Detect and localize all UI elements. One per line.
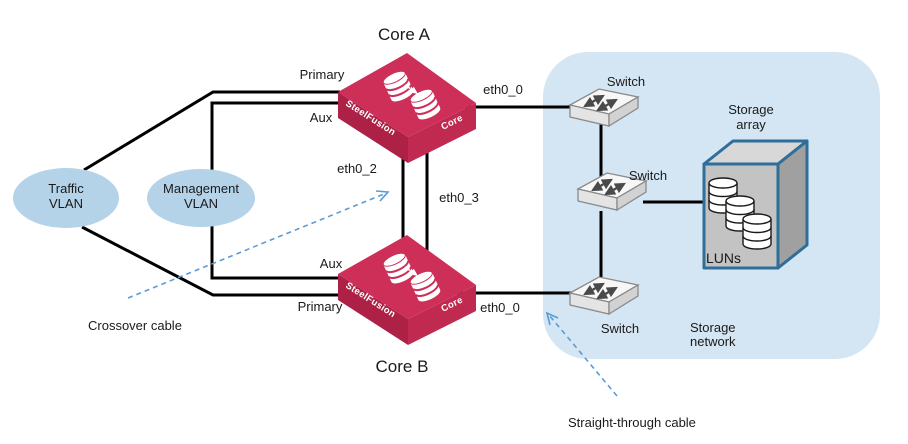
luns-label: LUNs bbox=[706, 250, 741, 266]
straight-through-arrowhead-icon bbox=[545, 311, 559, 326]
cable-management-to-coreB-aux bbox=[210, 226, 340, 280]
core-b-eth0_0-port-label: eth0_0 bbox=[480, 300, 520, 315]
core-a-left-face bbox=[338, 92, 408, 163]
cable-traffic-to-coreB-primary bbox=[81, 225, 342, 297]
straight-through-cable-annotation: Straight-through cable bbox=[568, 415, 696, 430]
core-b-title: Core B bbox=[376, 357, 429, 376]
core-a-title: Core A bbox=[378, 25, 431, 44]
crossover-arrowhead-icon bbox=[375, 190, 390, 202]
annotation-arrows bbox=[127, 190, 618, 397]
cable-traffic-to-coreA-primary bbox=[83, 90, 340, 172]
lun-stack-icon bbox=[742, 213, 772, 250]
crossover-arrow-line bbox=[127, 193, 385, 299]
core-a-right-face bbox=[408, 103, 476, 163]
core-b-left-face bbox=[338, 274, 408, 345]
core-a-primary-port-label: Primary bbox=[300, 67, 345, 82]
traffic-vlan-node: Traffic VLAN bbox=[13, 168, 119, 228]
core-b-aux-port-label: Aux bbox=[320, 256, 343, 271]
switch-3-label: Switch bbox=[601, 321, 639, 336]
core-a-appliance: SteelFusion Core bbox=[338, 53, 476, 163]
core-b-primary-port-label: Primary bbox=[298, 299, 343, 314]
storage-array-right-face bbox=[776, 139, 809, 270]
core-a-aux-port-label: Aux bbox=[310, 110, 333, 125]
core-b-right-face bbox=[408, 285, 476, 345]
core-b-appliance: SteelFusion Core bbox=[338, 235, 476, 345]
management-vlan-ellipse bbox=[147, 169, 255, 227]
management-vlan-label-line2: VLAN bbox=[184, 196, 218, 211]
switch-1-label: Switch bbox=[607, 74, 645, 89]
management-vlan-label-line1: Management bbox=[163, 181, 239, 196]
management-vlan-node: Management VLAN bbox=[147, 169, 255, 227]
storage-array-label-line2: array bbox=[736, 117, 766, 132]
storage-array-label-line1: Storage bbox=[728, 102, 774, 117]
cables bbox=[81, 90, 707, 297]
cable-management-to-coreA-aux bbox=[210, 101, 340, 171]
traffic-vlan-label-line1: Traffic bbox=[48, 181, 84, 196]
traffic-vlan-label-line2: VLAN bbox=[49, 196, 83, 211]
storage-network-label-line2: network bbox=[690, 334, 736, 349]
eth0_2-port-label: eth0_2 bbox=[337, 161, 377, 176]
switch-2-label: Switch bbox=[629, 168, 667, 183]
storage-array-node: LUNs bbox=[702, 139, 809, 270]
traffic-vlan-ellipse bbox=[13, 168, 119, 228]
core-a-eth0_0-port-label: eth0_0 bbox=[483, 82, 523, 97]
eth0_3-port-label: eth0_3 bbox=[439, 190, 479, 205]
crossover-cable-annotation: Crossover cable bbox=[88, 318, 182, 333]
storage-network-label-line1: Storage bbox=[690, 320, 736, 335]
